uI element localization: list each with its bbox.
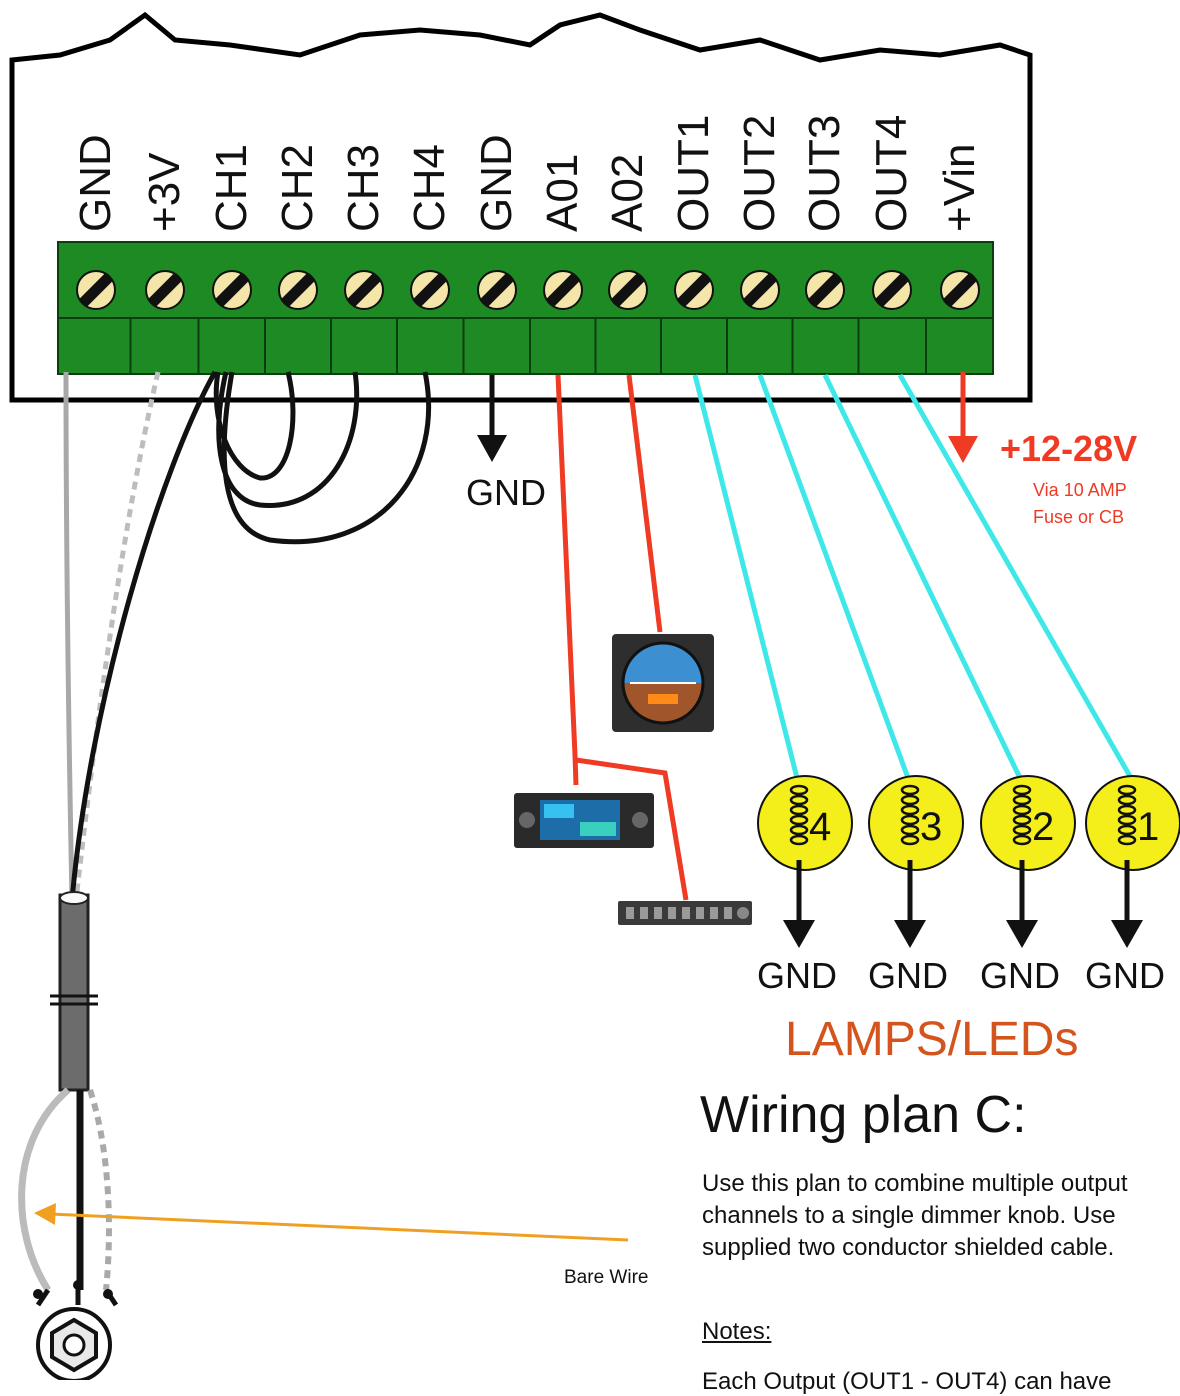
terminal-label-1: GND bbox=[71, 134, 120, 232]
supply-arrow bbox=[948, 372, 978, 463]
lamp-number: 1 bbox=[1137, 805, 1159, 849]
terminal-label-10: OUT1 bbox=[669, 115, 718, 232]
gnd-label: GND bbox=[466, 472, 546, 513]
supply-voltage: +12-28V bbox=[1000, 428, 1137, 469]
gps-radio-icon bbox=[514, 793, 654, 848]
screw-terminal-icon bbox=[76, 270, 116, 310]
lamp-ground-label: GND bbox=[1085, 955, 1165, 996]
plan-title: Wiring plan C: bbox=[700, 1086, 1027, 1144]
screw-terminal-icon bbox=[477, 270, 517, 310]
supply-note-line1: Via 10 AMP bbox=[1033, 480, 1127, 500]
terminal-label-13: OUT4 bbox=[867, 115, 916, 232]
screw-terminal-icon bbox=[145, 270, 185, 310]
terminal-label-6: CH4 bbox=[405, 144, 454, 232]
lamp-ground-label: GND bbox=[757, 955, 837, 996]
screw-terminal-icon bbox=[278, 270, 318, 310]
terminal-label-14: +Vin bbox=[935, 144, 984, 233]
terminal-label-9: A02 bbox=[603, 154, 652, 232]
screw-terminal-icon bbox=[674, 270, 714, 310]
potentiometer-icon bbox=[33, 1280, 119, 1380]
lamp-number: 2 bbox=[1032, 805, 1054, 849]
terminal-label-2: +3V bbox=[140, 152, 189, 232]
lamp-ground-label: GND bbox=[980, 955, 1060, 996]
lamps-label: LAMPS/LEDs bbox=[785, 1013, 1078, 1066]
terminal-label-7: GND bbox=[472, 134, 521, 232]
terminal-label-3: CH1 bbox=[207, 144, 256, 232]
terminal-labels: GND +3V CH1 CH2 CH3 CH4 GND A01 A02 OUT1 OUT2 OUT3 O… bbox=[71, 115, 984, 232]
screw-terminal-icon bbox=[344, 270, 384, 310]
terminal-label-8: A01 bbox=[538, 154, 587, 232]
plan-description: Use this plan to combine multiple output… bbox=[702, 1170, 1128, 1261]
screw-terminal-icon bbox=[940, 270, 980, 310]
attitude-indicator-icon bbox=[612, 634, 714, 732]
bare-wire-arrow bbox=[34, 1203, 629, 1242]
gnd-arrow bbox=[477, 375, 507, 462]
cable-jacket bbox=[58, 893, 90, 1092]
lamp-number: 3 bbox=[920, 805, 942, 849]
terminal-label-11: OUT2 bbox=[735, 115, 784, 232]
notes-heading: Notes: bbox=[702, 1318, 772, 1345]
screw-terminal-icon bbox=[805, 270, 845, 310]
screw-terminal-icon bbox=[543, 270, 583, 310]
aux-wires bbox=[555, 374, 689, 901]
screw-terminal-icon bbox=[872, 270, 912, 310]
terminal-screws bbox=[58, 270, 993, 374]
terminal-label-12: OUT3 bbox=[800, 115, 849, 232]
lamp-ground-label: GND bbox=[868, 955, 948, 996]
screw-terminal-icon bbox=[608, 270, 648, 310]
bare-wire-label: Bare Wire bbox=[564, 1267, 648, 1288]
output-wires bbox=[692, 373, 1134, 780]
terminal-label-5: CH3 bbox=[339, 144, 388, 232]
lamp-number: 4 bbox=[809, 805, 831, 849]
screw-terminal-icon bbox=[740, 270, 780, 310]
potentiometer-cable bbox=[18, 370, 432, 1292]
terminal-block bbox=[57, 241, 994, 375]
screw-terminal-icon bbox=[212, 270, 252, 310]
supply-note-line2: Fuse or CB bbox=[1033, 507, 1124, 527]
notes-text: Each Output (OUT1 - OUT4) can have bbox=[702, 1368, 1112, 1395]
terminal-label-4: CH2 bbox=[273, 144, 322, 232]
audio-panel-icon bbox=[618, 901, 752, 925]
screw-terminal-icon bbox=[410, 270, 450, 310]
